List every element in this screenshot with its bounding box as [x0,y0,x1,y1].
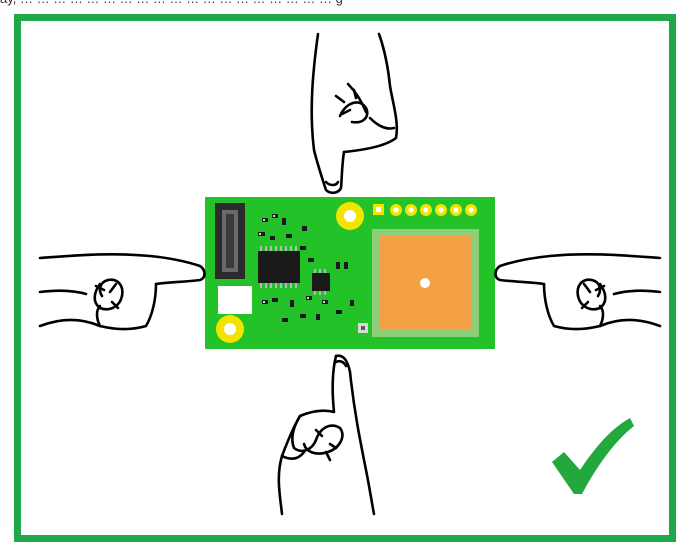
caption-fragment: ay, … … … … … … … … … … … … … … … … … … … [0,0,685,9]
main-chip [258,246,300,288]
hand-pointing-up-icon [277,354,376,516]
patch-antenna [372,229,479,337]
hand-pointing-down-icon [310,32,399,195]
connector [215,203,245,279]
label-area [218,286,252,314]
pcb-module [205,197,495,349]
hand-pointing-left-icon [494,253,662,331]
small-chip [312,269,330,295]
hand-pointing-right-icon [38,253,206,331]
pin-header [373,204,477,216]
checkmark-icon [552,418,634,494]
